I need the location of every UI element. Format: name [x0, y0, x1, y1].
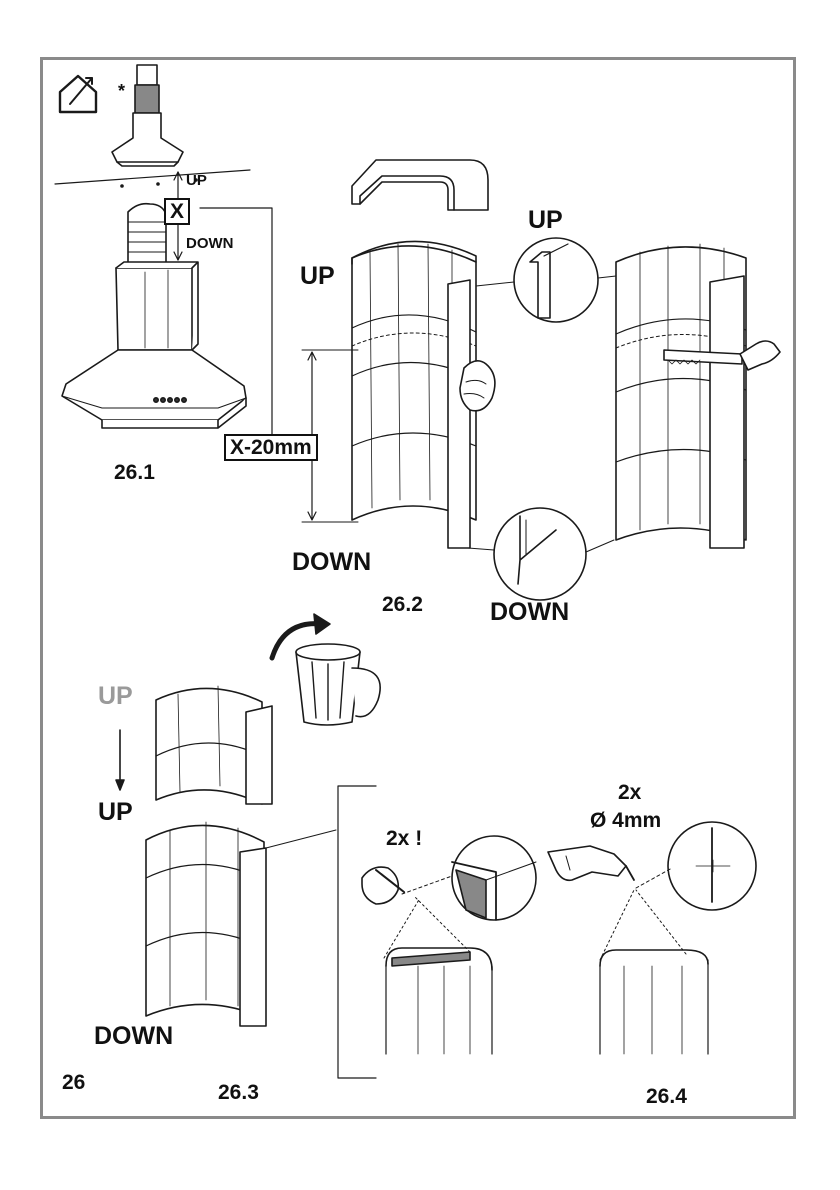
label-down-zoom: DOWN — [490, 598, 570, 626]
step-26-4: 26.4 — [646, 1085, 687, 1108]
label-up-lower: UP — [98, 798, 133, 826]
cover-drill — [599, 889, 709, 1055]
u-bracket — [351, 159, 489, 211]
panel-frame — [40, 57, 796, 1119]
label-up-zoom: UP — [528, 206, 563, 234]
chimney-cover-left — [301, 240, 477, 549]
label-down-cover: DOWN — [292, 548, 372, 576]
chimney-hood — [61, 261, 247, 429]
label-up-cover: UP — [300, 262, 335, 290]
house-vent-icon — [58, 74, 98, 114]
flex-duct — [127, 202, 167, 265]
label-down-dimension: DOWN — [186, 235, 234, 252]
cover-cut-part — [155, 685, 273, 805]
label-mark-2x: 2x ! — [386, 827, 423, 850]
zoom-top — [475, 237, 617, 323]
step-26-3: 26.3 — [218, 1081, 259, 1104]
label-drill-size: Ø 4mm — [590, 809, 662, 832]
drill-icon — [547, 845, 635, 882]
label-up-dimension: UP — [186, 172, 207, 189]
hand-pencil-icon — [361, 866, 405, 905]
label-down-lower: DOWN — [94, 1022, 174, 1050]
label-up-grey: UP — [98, 682, 133, 710]
label-drill-2x: 2x — [618, 781, 642, 804]
zoom-bottom — [467, 507, 615, 601]
cover-lower — [145, 821, 337, 1027]
step-26-1: 26.1 — [114, 461, 155, 484]
page-number: 26 — [62, 1071, 86, 1094]
footnote-star: * — [118, 81, 126, 101]
label-x-minus-20mm: X-20mm — [224, 434, 318, 461]
chimney-cover-right — [615, 243, 747, 549]
small-hood-icon — [111, 64, 184, 167]
saw-icon — [663, 340, 781, 371]
step-26-2: 26.2 — [382, 593, 423, 616]
cover-bracket-mark — [383, 895, 493, 1055]
trash-bin-icon — [269, 613, 381, 726]
label-x-dimension: X — [164, 198, 191, 225]
